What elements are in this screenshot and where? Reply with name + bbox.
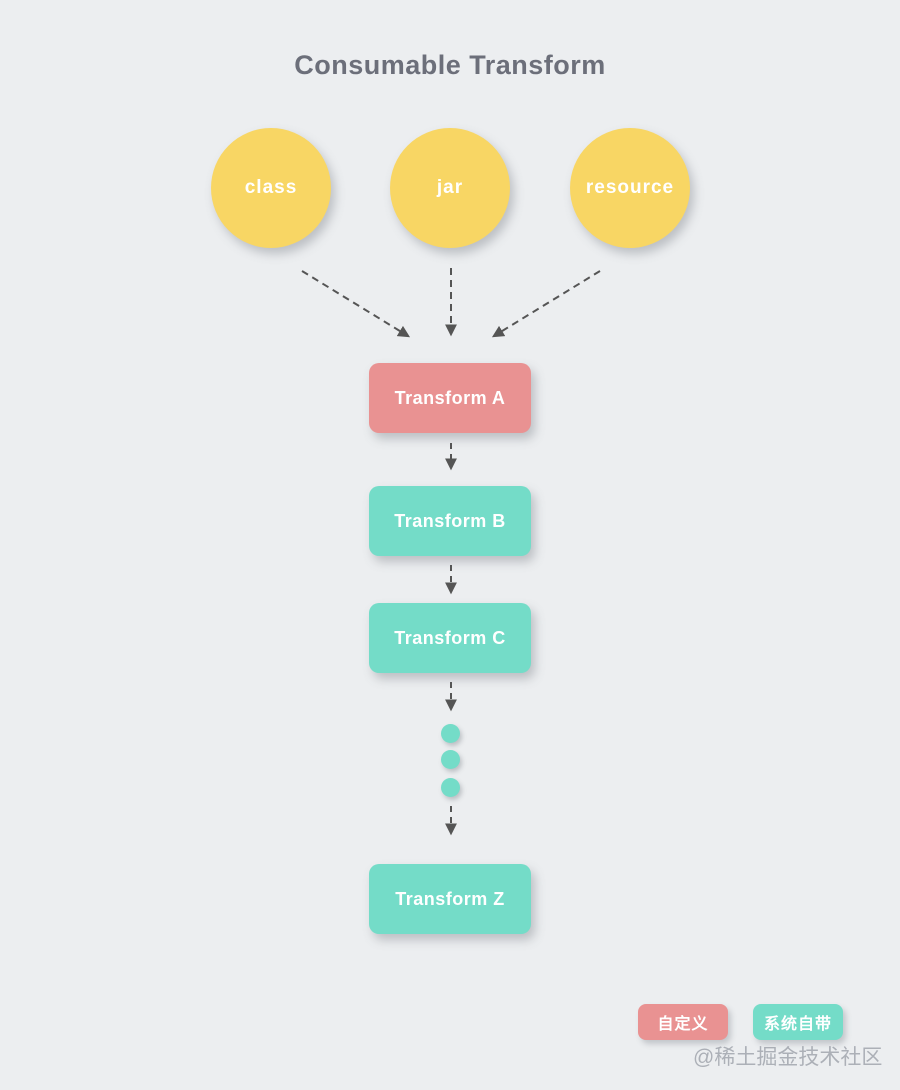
ellipsis-dot-3: [441, 778, 460, 797]
transform-b-node: Transform B: [369, 486, 531, 556]
source-node-resource-label: resource: [585, 177, 675, 198]
arrow-resource-to-transform-a: [491, 270, 601, 338]
watermark-text: @稀土掘金技术社区: [693, 1046, 883, 1069]
transform-z-label: Transform Z: [395, 888, 505, 909]
source-node-class: class: [211, 128, 331, 248]
legend-system-label: 系统自带: [763, 1016, 832, 1033]
transform-z-node: Transform Z: [369, 864, 531, 934]
diagram-title: Consumable Transform: [294, 50, 606, 80]
transform-a-node: Transform A: [369, 363, 531, 433]
legend-custom-pill: 自定义: [638, 1004, 728, 1040]
source-node-class-label: class: [244, 177, 298, 198]
ellipsis-dot-2: [441, 750, 460, 769]
source-node-jar-label: jar: [436, 177, 464, 198]
legend-system-pill: 系统自带: [753, 1004, 843, 1040]
arrow-class-to-transform-a: [301, 270, 411, 338]
transform-c-node: Transform C: [369, 603, 531, 673]
transform-c-label: Transform C: [394, 627, 506, 648]
source-node-jar: jar: [390, 128, 510, 248]
source-node-resource: resource: [570, 128, 690, 248]
transform-a-label: Transform A: [394, 387, 506, 408]
ellipsis-dot-1: [441, 724, 460, 743]
legend-custom-label: 自定义: [657, 1016, 709, 1033]
transform-b-label: Transform B: [394, 510, 506, 531]
